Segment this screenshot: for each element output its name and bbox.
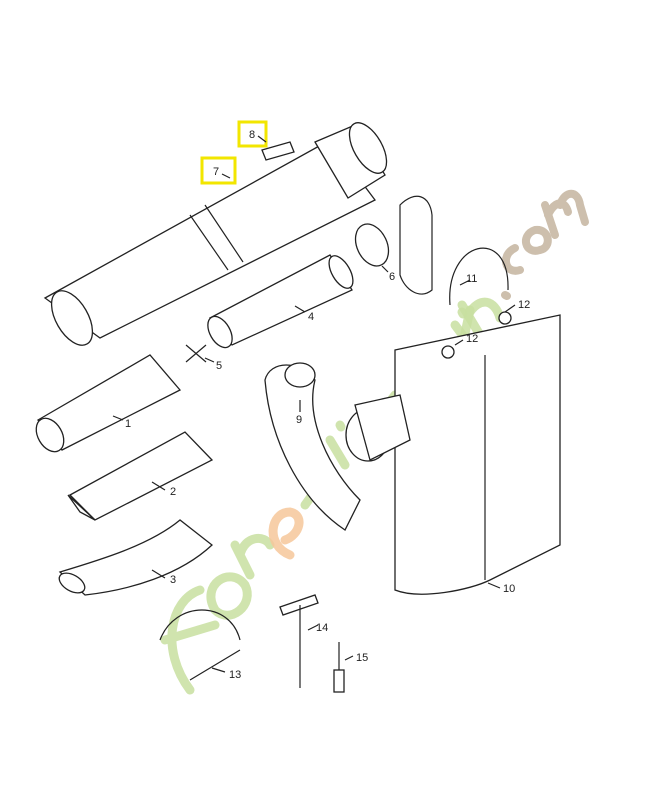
part-3-curved-nozzle xyxy=(58,519,213,596)
callout-6: 6 xyxy=(389,271,395,283)
part-7-blower-tube xyxy=(43,122,388,346)
part-9-elbow xyxy=(264,364,361,531)
callout-15: 15 xyxy=(356,652,368,664)
callout-11: 11 xyxy=(466,273,477,285)
callout-1: 1 xyxy=(125,418,131,430)
part-4-tube xyxy=(207,254,354,349)
callout-8: 8 xyxy=(249,129,255,141)
callout-13: 13 xyxy=(229,669,241,681)
part-15-screwdriver xyxy=(333,642,345,693)
callout-12-b: 12 xyxy=(466,333,478,345)
callout-9: 9 xyxy=(296,414,302,426)
part-8-label xyxy=(261,141,295,161)
part-10-collection-bag xyxy=(345,314,561,595)
blower-housing-fragment xyxy=(399,195,433,295)
part-2-flat-nozzle xyxy=(67,431,214,521)
callout-10: 10 xyxy=(503,583,515,595)
highlight-box-label-7 xyxy=(200,156,237,185)
part-12-ring-a xyxy=(498,311,512,325)
part-6-ring xyxy=(354,223,390,267)
part-13-safety-glasses xyxy=(159,609,241,681)
callout-12-a: 12 xyxy=(518,299,530,311)
callout-4: 4 xyxy=(308,311,314,323)
part-1-nozzle xyxy=(35,354,182,453)
part-14-combination-wrench xyxy=(279,594,319,688)
leader-lines xyxy=(112,135,516,673)
callout-2: 2 xyxy=(170,486,176,498)
callout-3: 3 xyxy=(170,574,176,586)
callout-5: 5 xyxy=(216,360,222,372)
part-12-ring-b xyxy=(441,345,455,359)
part-5-clip xyxy=(185,344,207,363)
callout-7: 7 xyxy=(213,166,219,178)
highlight-box-label-8 xyxy=(237,120,268,148)
part-11-shoulder-strap xyxy=(449,247,509,306)
callout-14: 14 xyxy=(316,622,328,634)
part-9-elbow-collar xyxy=(284,362,316,388)
